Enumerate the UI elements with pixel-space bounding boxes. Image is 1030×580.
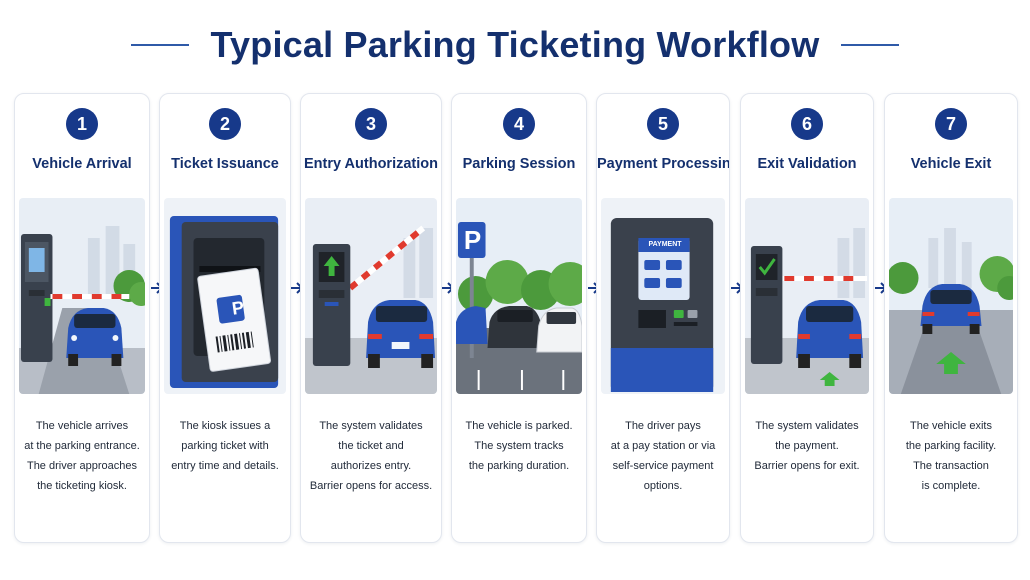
step-card-7: 7 Vehicle Exit The vehicle exits the par… xyxy=(884,93,1018,543)
step-number-badge: 5 xyxy=(647,108,679,140)
title-divider-right xyxy=(841,44,900,46)
parking-sign-symbol: P xyxy=(463,225,482,255)
step-card-4: 4 Parking Session P The vehicle is parke… xyxy=(451,93,587,543)
step-title: Parking Session xyxy=(462,156,576,172)
step-description: The driver pays at a pay station or via … xyxy=(610,420,716,492)
step-description: The kiosk issues a parking ticket with e… xyxy=(171,420,279,472)
step-description: The system validates the ticket and auth… xyxy=(309,420,433,492)
step-description: The vehicle arrives at the parking entra… xyxy=(24,420,140,492)
step-description: The system validates the payment. Barrie… xyxy=(754,420,860,472)
step-number-badge: 7 xyxy=(935,108,967,140)
step-number-badge: 1 xyxy=(66,108,98,140)
step-title: Vehicle Exit xyxy=(910,156,992,172)
step-card-1: 1 Vehicle Arrival The vehicle arriv xyxy=(14,93,150,543)
step-card-6: 6 Exit Validation The system valida xyxy=(740,93,874,543)
step-title: Entry Authorization xyxy=(304,156,438,172)
step-description: The vehicle exits the parking facility. … xyxy=(905,420,997,492)
title-divider-left xyxy=(130,44,189,46)
title-row: Typical Parking Ticketing Workflow xyxy=(0,20,1030,70)
ticket-kiosk-arrival-icon xyxy=(19,198,145,394)
step-card-3: 3 Entry Authorization The system va xyxy=(300,93,442,543)
exit-barrier-icon xyxy=(745,198,869,394)
vehicle-exit-icon xyxy=(889,198,1013,394)
step-number-badge: 6 xyxy=(791,108,823,140)
step-card-2: 2 Ticket Issuance P The kiosk issues a p… xyxy=(159,93,291,543)
workflow-steps: 1 Vehicle Arrival The vehicle arriv xyxy=(0,93,1030,543)
step-number-badge: 2 xyxy=(209,108,241,140)
step-title: Exit Validation xyxy=(757,156,857,172)
pay-station-icon: PAYMENT xyxy=(601,198,725,394)
step-title: Payment Processing xyxy=(597,156,730,172)
payment-screen-label: PAYMENT xyxy=(648,241,682,248)
parking-lot-icon: P xyxy=(456,198,582,394)
step-title: Ticket Issuance xyxy=(171,156,279,172)
entry-barrier-icon xyxy=(305,198,437,394)
step-number-badge: 4 xyxy=(503,108,535,140)
step-card-5: 5 Payment Processing PAYMENT The driver … xyxy=(596,93,730,543)
step-title: Vehicle Arrival xyxy=(32,156,132,172)
step-description: The vehicle is parked. The system tracks… xyxy=(465,420,573,472)
ticket-dispenser-icon: P xyxy=(164,198,286,394)
step-number-badge: 3 xyxy=(355,108,387,140)
ticket-p-symbol: P xyxy=(230,297,246,319)
page-title: Typical Parking Ticketing Workflow xyxy=(210,24,820,65)
